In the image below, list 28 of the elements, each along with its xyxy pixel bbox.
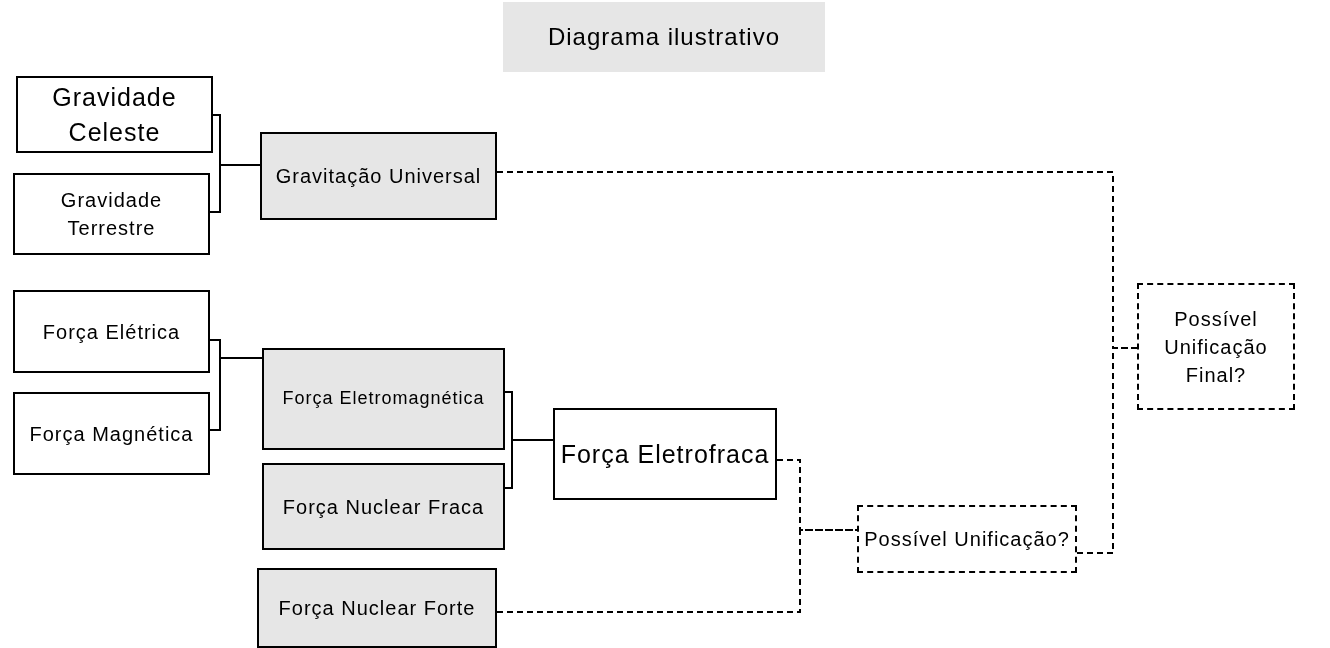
dashed-connector	[496, 529, 858, 613]
connector	[209, 357, 263, 431]
node-text: Força Nuclear Forte	[278, 596, 476, 621]
concept-box	[257, 568, 497, 648]
connector	[504, 439, 554, 489]
node-text: Força Magnética	[29, 421, 194, 447]
node-text: Força Nuclear Fraca	[282, 494, 485, 520]
concept-box	[13, 173, 210, 255]
hypothesis-box	[857, 505, 1077, 573]
concept-box	[13, 290, 210, 373]
concept-box	[13, 392, 210, 475]
node-text: Possível Unificação Final?	[1163, 306, 1269, 388]
node-text: Gravidade Terrestre	[59, 188, 164, 241]
node-text: Força Eletromagnética	[282, 387, 485, 411]
title-banner: Diagrama ilustrativo	[503, 2, 825, 72]
node-text: Força Eletrofraca	[560, 438, 770, 470]
concept-box	[262, 463, 505, 550]
concept-box	[260, 132, 497, 220]
concept-box	[16, 76, 213, 153]
dashed-connector	[1076, 347, 1138, 554]
node-text: Gravidade Celeste	[51, 81, 178, 148]
node-text: Gravitação Universal	[275, 164, 482, 189]
node-text: Força Elétrica	[42, 319, 181, 345]
hypothesis-box	[1137, 283, 1295, 410]
node-text: Possível Unificação?	[864, 527, 1070, 552]
connector	[209, 164, 261, 213]
concept-box	[553, 408, 777, 500]
concept-box	[262, 348, 505, 450]
